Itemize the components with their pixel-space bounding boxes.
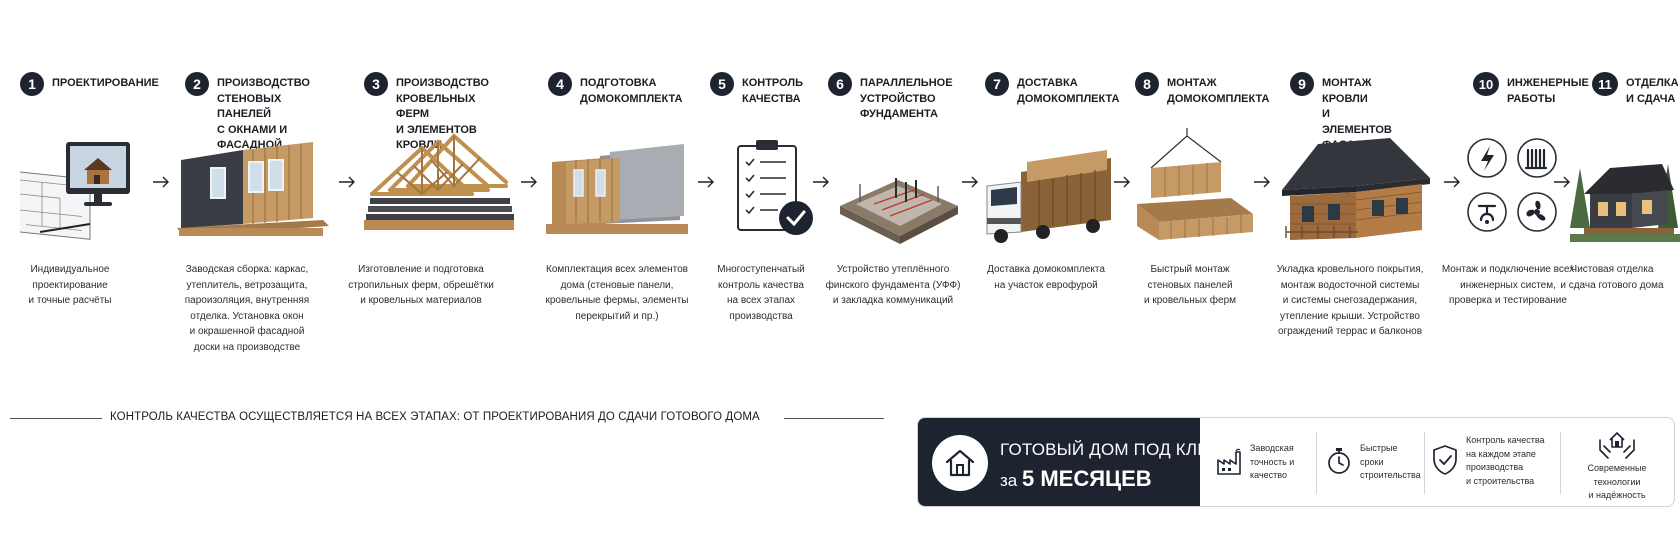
step-11-description: Чистовая отделка и сдача готового дома xyxy=(1560,264,1664,291)
step-1-number: 1 xyxy=(20,72,44,96)
house-icon xyxy=(932,435,988,491)
hands-house-icon xyxy=(1599,432,1635,459)
feature-fast-terms-text: Быстрые сроки строительства xyxy=(1360,443,1421,480)
step-8-description: Быстрый монтаж стеновых панелей и кровел… xyxy=(1143,264,1237,306)
banner-subtitle: за 5 МЕСЯЦЕВ xyxy=(1000,466,1152,492)
step-9-title: МОНТАЖ КРОВЛИ И ЭЛЕМЕНТОВ ФАСАДА xyxy=(1322,77,1392,151)
step-5-title: КОНТРОЛЬ КАЧЕСТВА xyxy=(742,77,804,105)
step-7-title: ДОСТАВКА ДОМОКОМПЛЕКТА xyxy=(1017,77,1120,105)
arrow-right-icon xyxy=(1554,176,1570,188)
step-6-description: Устройство утеплённого финского фундамен… xyxy=(825,264,961,306)
wall-panel-illustration xyxy=(177,142,329,236)
stopwatch-icon xyxy=(1328,448,1350,474)
feature-separator xyxy=(1560,432,1561,494)
feature-separator xyxy=(1316,432,1317,494)
feature-separator xyxy=(1424,432,1425,494)
arrow-right-icon xyxy=(698,176,714,188)
step-2-header: 2 ПРОИЗВОДСТВО СТЕНОВЫХ ПАНЕЛЕЙ С ОКНАМИ… xyxy=(185,72,310,169)
step-7-number: 7 xyxy=(985,72,1009,96)
shield-check-icon xyxy=(1433,445,1457,475)
step-9-number: 9 xyxy=(1290,72,1314,96)
step-1-description: Индивидуальное проектирование и точные р… xyxy=(28,264,112,306)
step-10-number: 10 xyxy=(1473,72,1499,96)
step-3-number: 3 xyxy=(364,72,388,96)
feature-quality-control-text: Контроль качества на каждом этапе произв… xyxy=(1466,435,1545,486)
step-2-number: 2 xyxy=(185,72,209,96)
feature-factory-text: Заводская точность и качество xyxy=(1250,443,1295,480)
step-11-number: 11 xyxy=(1592,72,1618,96)
factory-icon xyxy=(1217,448,1241,475)
electricity-icon xyxy=(1467,138,1507,178)
step-7-description: Доставка домокомплекта на участок еврофу… xyxy=(987,264,1105,291)
step-5-description: Многоступенчатый контроль качества на вс… xyxy=(717,264,805,322)
finished-house-illustration xyxy=(1570,164,1680,242)
step-4-number: 4 xyxy=(548,72,572,96)
step-10-header: 10 ИНЖЕНЕРНЫЕ РАБОТЫ xyxy=(1473,72,1589,107)
step-11-title: ОТДЕЛКА И СДАЧА xyxy=(1626,77,1679,105)
turnkey-banner: ГОТОВЫЙ ДОМ ПОД КЛЮЧ за 5 МЕСЯЦЕВ Заводс… xyxy=(917,417,1675,507)
step-6-title: ПАРАЛЛЕЛЬНОЕ УСТРОЙСТВО ФУНДАМЕНТА xyxy=(860,77,953,120)
arrow-right-icon xyxy=(1444,176,1460,188)
step-10-description: Монтаж и подключение всех инженерных сис… xyxy=(1441,264,1575,306)
feature-modern-tech-text: Современные технологии и надёжность xyxy=(1587,463,1647,500)
step-1-header: 1 ПРОЕКТИРОВАНИЕ xyxy=(20,72,159,96)
foundation-illustration xyxy=(840,178,958,244)
banner-title: ГОТОВЫЙ ДОМ ПОД КЛЮЧ xyxy=(1000,440,1226,459)
arrow-right-icon xyxy=(813,176,829,188)
step-8-number: 8 xyxy=(1135,72,1159,96)
step-9-header: 9 МОНТАЖ КРОВЛИ И ЭЛЕМЕНТОВ ФАСАДА xyxy=(1290,72,1392,154)
step-6-number: 6 xyxy=(828,72,852,96)
arrow-right-icon xyxy=(1114,176,1130,188)
step-4-header: 4 ПОДГОТОВКА ДОМОКОМПЛЕКТА xyxy=(548,72,682,107)
ventilation-icon xyxy=(1517,192,1557,232)
divider-line-left xyxy=(10,418,102,419)
design-blueprint-illustration xyxy=(20,142,130,240)
step-10-title: ИНЖЕНЕРНЫЕ РАБОТЫ xyxy=(1507,77,1589,105)
finished-roof-facade-illustration xyxy=(1282,138,1430,240)
step-9-description: Укладка кровельного покрытия, монтаж вод… xyxy=(1276,264,1424,337)
arrow-right-icon xyxy=(1254,176,1270,188)
quality-checklist-icon xyxy=(737,140,813,235)
step-8-header: 8 МОНТАЖ ДОМОКОМПЛЕКТА xyxy=(1135,72,1269,107)
plumbing-icon xyxy=(1467,192,1507,232)
step-8-title: МОНТАЖ ДОМОКОМПЛЕКТА xyxy=(1167,77,1270,105)
step-6-header: 6 ПАРАЛЛЕЛЬНОЕ УСТРОЙСТВО ФУНДАМЕНТА xyxy=(828,72,953,123)
house-assembly-illustration xyxy=(1137,128,1253,240)
delivery-truck-illustration xyxy=(986,150,1111,243)
step-4-title: ПОДГОТОВКА ДОМОКОМПЛЕКТА xyxy=(580,77,683,105)
arrow-right-icon xyxy=(339,176,355,188)
roof-trusses-illustration xyxy=(364,133,514,230)
step-1-title: ПРОЕКТИРОВАНИЕ xyxy=(52,77,159,89)
step-3-description: Изготовление и подготовка стропильных фе… xyxy=(348,264,494,306)
step-3-header: 3 ПРОИЗВОДСТВО КРОВЕЛЬНЫХ ФЕРМ И ЭЛЕМЕНТ… xyxy=(364,72,489,154)
step-4-description: Комплектация всех элементов дома (стенов… xyxy=(545,264,689,322)
step-11-header: 11 ОТДЕЛКА И СДАЧА xyxy=(1592,72,1679,107)
quality-note: КОНТРОЛЬ КАЧЕСТВА ОСУЩЕСТВЛЯЕТСЯ НА ВСЕХ… xyxy=(110,411,760,423)
step-7-header: 7 ДОСТАВКА ДОМОКОМПЛЕКТА xyxy=(985,72,1119,107)
step-2-description: Заводская сборка: каркас, утеплитель, ве… xyxy=(184,264,310,353)
divider-line-right xyxy=(784,418,884,419)
banner-subtitle-prefix: за xyxy=(1000,471,1018,490)
arrow-right-icon xyxy=(962,176,978,188)
step-3-title: ПРОИЗВОДСТВО КРОВЕЛЬНЫХ ФЕРМ И ЭЛЕМЕНТОВ… xyxy=(396,77,489,151)
step-5-number: 5 xyxy=(710,72,734,96)
arrow-right-icon xyxy=(153,176,169,188)
arrow-right-icon xyxy=(521,176,537,188)
banner-duration: 5 МЕСЯЦЕВ xyxy=(1021,466,1152,491)
house-kit-illustration xyxy=(546,144,688,234)
banner-dark-panel: ГОТОВЫЙ ДОМ ПОД КЛЮЧ за 5 МЕСЯЦЕВ xyxy=(918,418,1225,506)
step-5-header: 5 КОНТРОЛЬ КАЧЕСТВА xyxy=(710,72,803,107)
engineering-systems-icons xyxy=(1467,138,1557,232)
radiator-icon xyxy=(1517,138,1557,178)
